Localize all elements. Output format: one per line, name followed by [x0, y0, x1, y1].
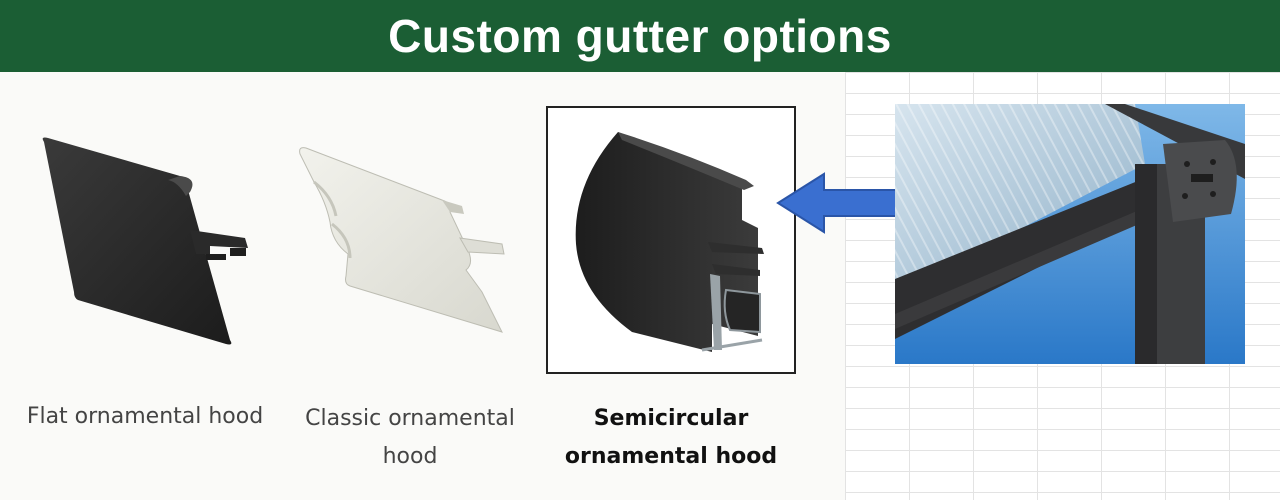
- header-banner: Custom gutter options: [0, 0, 1280, 72]
- classic-hood-image: [292, 142, 517, 342]
- classic-hood-caption: Classic ornamental hood: [305, 406, 515, 469]
- flat-hood-image: [30, 130, 270, 350]
- page-title: Custom gutter options: [388, 10, 892, 62]
- flat-hood-caption: Flat ornamental hood: [26, 404, 264, 429]
- semicircular-hood-image: [562, 124, 782, 359]
- pergola-photo: [895, 104, 1245, 364]
- semicircular-hood-caption: Semicircular ornamental hood: [564, 406, 778, 469]
